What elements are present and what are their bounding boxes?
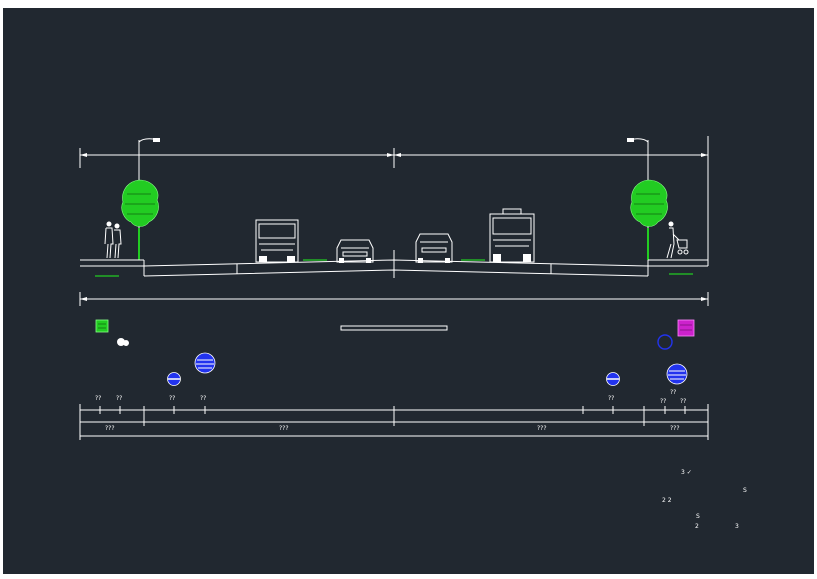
note-text: 2 bbox=[695, 523, 699, 530]
dimension-label: ?? bbox=[169, 395, 175, 402]
note-text: 2 2 bbox=[662, 497, 672, 504]
symbol-white-pipe bbox=[117, 338, 129, 346]
utility-label: ?? bbox=[670, 389, 676, 396]
road-section bbox=[80, 250, 708, 278]
scale-bar bbox=[340, 325, 448, 331]
note-text: S bbox=[696, 513, 700, 520]
tree-right bbox=[630, 179, 668, 260]
symbol-magenta-square bbox=[677, 319, 695, 337]
dimension-label: ??? bbox=[537, 425, 547, 432]
dimension-label: ?? bbox=[608, 395, 614, 402]
bus-right bbox=[489, 208, 535, 263]
pedestrians-left bbox=[104, 221, 122, 259]
top-dimension-line bbox=[79, 136, 709, 266]
dimension-label: ??? bbox=[279, 425, 289, 432]
pipe-large-left bbox=[194, 352, 216, 374]
dimension-label: ?? bbox=[116, 395, 122, 402]
dimension-label: ?? bbox=[680, 398, 686, 405]
car-left bbox=[336, 239, 374, 263]
cross-section-drawing: ?? ?? ?? ?? ?? ?? ?? ?? ??? ??? ??? ??? … bbox=[79, 136, 747, 530]
dimension-label: ?? bbox=[200, 395, 206, 402]
bus-left bbox=[255, 219, 299, 263]
pedestrian-stroller-right bbox=[666, 221, 689, 259]
dimension-label: ??? bbox=[105, 425, 115, 432]
pipe-small-left bbox=[167, 372, 181, 386]
drawing-canvas[interactable]: ?? ?? ?? ?? ?? ?? ?? ?? ??? ??? ??? ??? … bbox=[3, 8, 814, 574]
symbol-blue-circle bbox=[657, 334, 673, 350]
symbol-green-square bbox=[95, 319, 109, 333]
pipe-large-right bbox=[666, 363, 688, 385]
dimension-label: ?? bbox=[660, 398, 666, 405]
note-text: 3 bbox=[735, 523, 739, 530]
car-right bbox=[415, 233, 453, 263]
dimension-label: ?? bbox=[95, 395, 101, 402]
note-text: 3 ✓ bbox=[681, 469, 692, 476]
lower-dimension-line bbox=[79, 292, 709, 306]
dimension-label: ??? bbox=[670, 425, 680, 432]
tree-left bbox=[121, 179, 159, 260]
pipe-small-right bbox=[606, 372, 620, 386]
note-text: S bbox=[743, 487, 747, 494]
